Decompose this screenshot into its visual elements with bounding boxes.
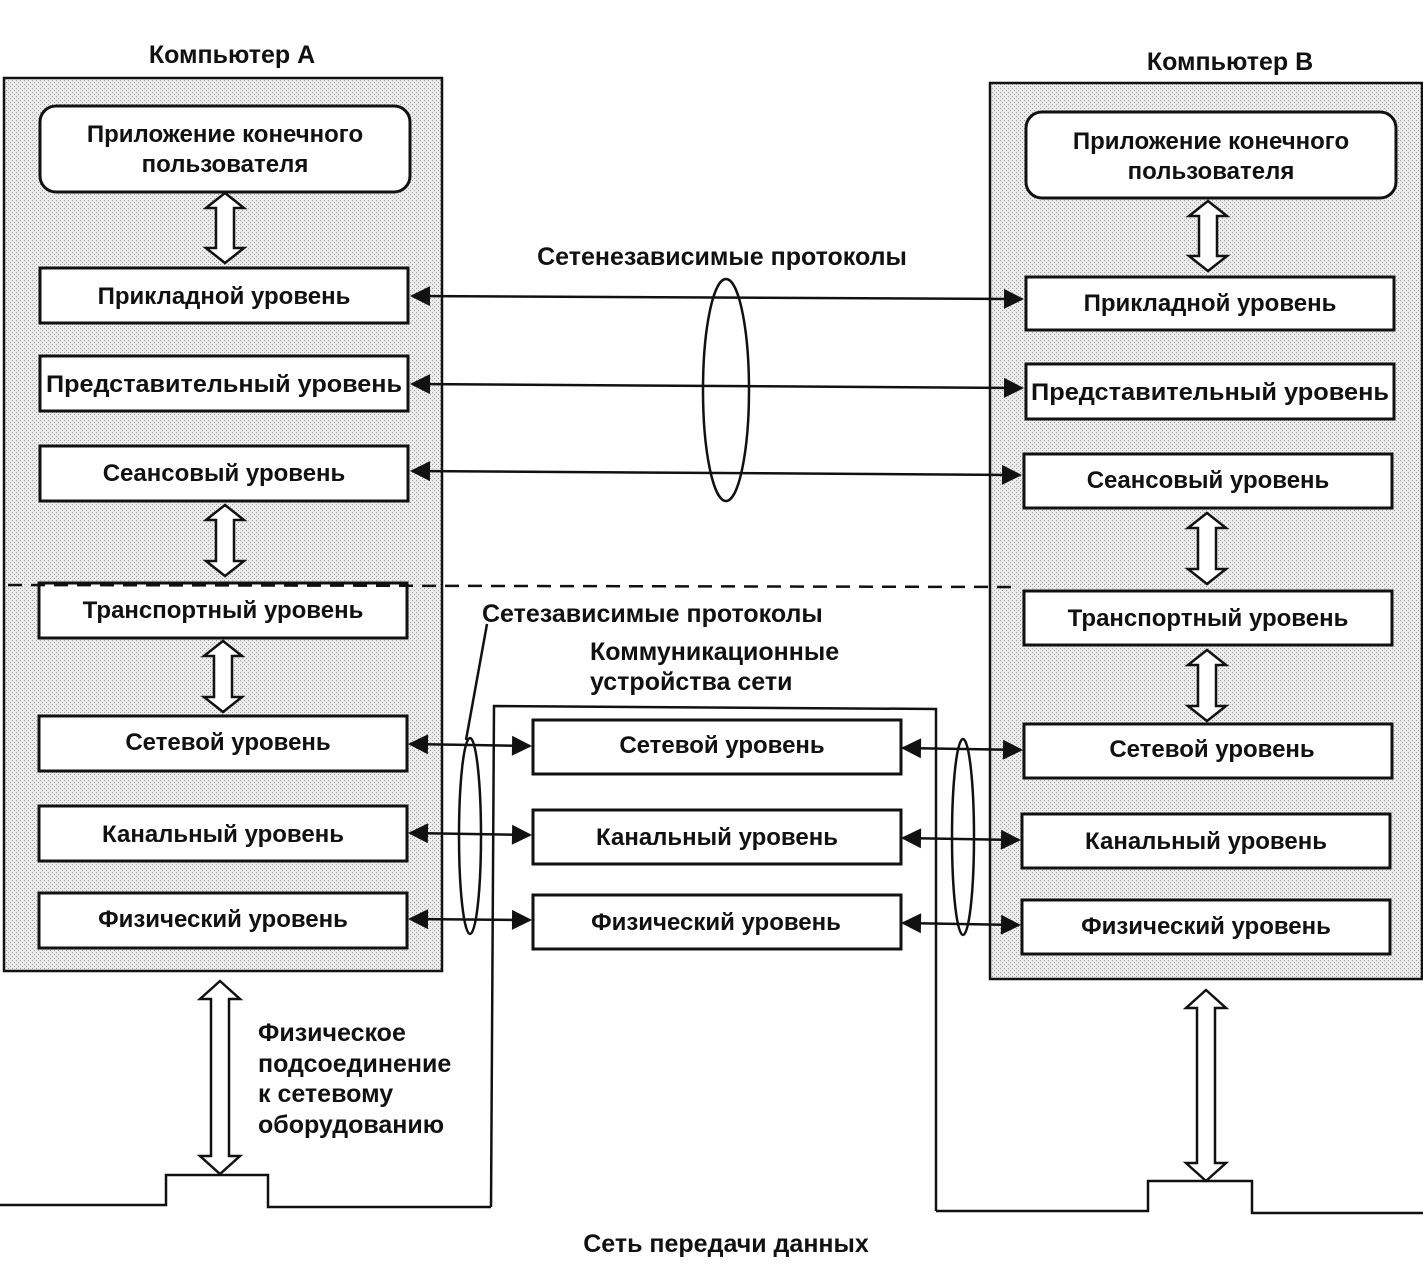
- physical-connection-label: Физическое подсоединение к сетевому обор…: [258, 1019, 451, 1139]
- arrow-a-session-transport: [202, 503, 248, 578]
- independent-protocols-label: Сетенезависимые протоколы: [537, 243, 907, 271]
- arrow-b-app-application: [1185, 199, 1231, 273]
- computer-b-transport-level: Транспортный уровень: [1068, 605, 1349, 632]
- comm-devices-title-line1: Коммуникационные: [590, 638, 839, 666]
- data-network-line: [0, 1173, 1423, 1215]
- vertical-arrows: [196, 191, 1231, 1183]
- computer-a-session-level: Сеансовый уровень: [103, 460, 346, 487]
- arrow-a-physical-connection: [196, 979, 244, 1176]
- physical-connection-line3: к сетевому: [258, 1080, 393, 1108]
- computer-a-application-level: Прикладной уровень: [98, 283, 351, 310]
- comm-devices-panel: Коммуникационные устройства сети Сетевой…: [489, 638, 938, 1211]
- data-network-label: Сеть передачи данных: [583, 1230, 869, 1258]
- computer-b-title: Компьютер В: [1147, 48, 1313, 76]
- computer-b-app-line1: Приложение конечного: [1073, 128, 1349, 155]
- comm-network-level: Сетевой уровень: [619, 732, 824, 759]
- dependent-protocol-arrows: [408, 734, 1023, 935]
- computer-b-datalink-level: Канальный уровень: [1085, 828, 1327, 855]
- physical-connection-line2: подсоединение: [258, 1050, 451, 1078]
- arrow-b-session-transport: [1184, 511, 1230, 586]
- computer-a-network-level: Сетевой уровень: [125, 729, 330, 756]
- computer-b-app-line2: пользователя: [1128, 158, 1295, 185]
- computer-b-application-level: Прикладной уровень: [1084, 290, 1337, 317]
- computer-b-presentation-level: Представительный уровень: [1031, 379, 1389, 406]
- computer-b-physical-level: Физический уровень: [1081, 913, 1331, 940]
- computer-a-physical-level: Физический уровень: [98, 906, 348, 933]
- computer-a-datalink-level: Канальный уровень: [102, 821, 344, 848]
- computer-a-app-line2: пользователя: [142, 151, 309, 178]
- computer-b-network-level: Сетевой уровень: [1109, 736, 1314, 763]
- arrow-comm-b-physical: [901, 913, 1021, 935]
- computer-a-transport-level: Транспортный уровень: [83, 597, 364, 624]
- comm-physical-level: Физический уровень: [591, 909, 841, 936]
- arrow-a-transport-network: [200, 639, 246, 714]
- arrow-application-protocol: [410, 286, 1024, 309]
- arrow-a-comm-physical: [408, 909, 532, 930]
- arrow-a-comm-datalink: [408, 823, 532, 845]
- computer-a-title: Компьютер А: [149, 41, 315, 69]
- protocol-divider: [7, 583, 1021, 589]
- comm-datalink-level: Канальный уровень: [596, 824, 838, 851]
- dependent-protocols-ellipse-left: [457, 736, 483, 936]
- arrow-a-comm-network: [408, 734, 532, 756]
- dependent-protocols-label: Сетезависимые протоколы: [482, 600, 823, 628]
- independent-protocol-arrows: [410, 286, 1024, 485]
- arrow-a-app-application: [202, 191, 248, 265]
- physical-connection-line1: Физическое: [258, 1019, 406, 1047]
- computer-a-app-line1: Приложение конечного: [87, 121, 363, 148]
- physical-connection-line4: оборудованию: [258, 1111, 444, 1139]
- arrow-comm-b-datalink: [901, 828, 1021, 850]
- dependent-protocols-pointer: [464, 623, 489, 741]
- arrow-presentation-protocol: [410, 374, 1024, 398]
- arrow-session-protocol: [410, 461, 1022, 485]
- dependent-protocols-ellipse-right: [950, 737, 976, 937]
- independent-protocols-ellipse: [701, 277, 751, 503]
- arrow-b-transport-network: [1184, 648, 1230, 723]
- comm-devices-title-line2: устройства сети: [590, 668, 792, 696]
- computer-b-session-level: Сеансовый уровень: [1087, 467, 1330, 494]
- arrow-b-physical-connection: [1182, 988, 1230, 1183]
- arrow-comm-b-network: [901, 738, 1023, 760]
- computer-a-presentation-level: Представительный уровень: [46, 371, 402, 398]
